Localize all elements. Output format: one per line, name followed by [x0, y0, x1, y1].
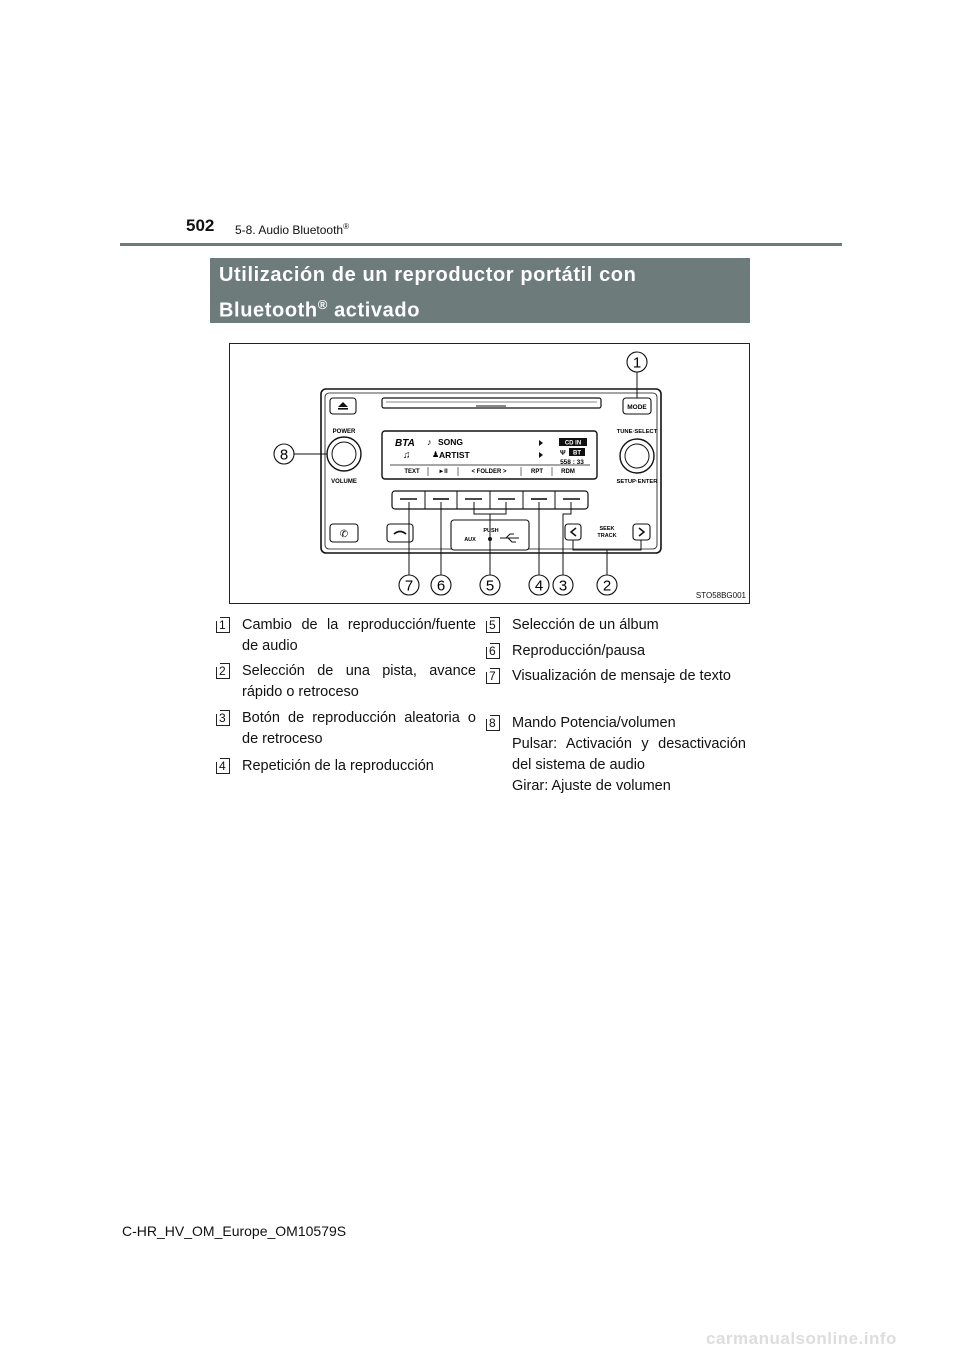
legend-text: Cambio de la reproducción/fuente de audi…	[242, 617, 476, 654]
power-knob-inner	[331, 441, 357, 467]
figure-code: STO58BG001	[695, 591, 746, 600]
display-screen	[381, 430, 598, 480]
artist-arrow-icon	[539, 452, 543, 458]
hangup-button	[386, 523, 414, 543]
volume-label: VOLUME	[331, 479, 357, 485]
callout-4-circle	[528, 574, 550, 596]
legend-text: Botón de reproducción aleatoria o de ret…	[242, 710, 476, 747]
watermark: carmanualsonline.info	[706, 1329, 897, 1348]
document-id: C-HR_HV_OM_Europe_OM10579S	[122, 1223, 347, 1239]
heading-rest: activado	[327, 299, 421, 322]
callout-1-circle	[626, 351, 648, 373]
callout-8-circle	[273, 443, 295, 465]
bt-badge	[569, 448, 585, 456]
seek-forward-button	[632, 523, 651, 541]
callout-6-circle	[430, 574, 452, 596]
softkey-text: TEXT	[404, 469, 420, 475]
bt-label: BT	[573, 451, 581, 457]
aux-label: AUX	[464, 537, 476, 543]
callout-3: 3	[559, 578, 567, 595]
legend-text: Selección de un álbum	[512, 617, 659, 633]
legend-text-block: Mando Potencia/volumen Pulsar: Activació…	[512, 713, 746, 797]
push-label: PUSH	[483, 528, 498, 534]
legend-text: Visualización de mensaje de texto	[512, 668, 731, 684]
section-title-text: 5-8. Audio Bluetooth	[235, 223, 344, 237]
callout-2: 2	[603, 578, 611, 595]
heading-line-2: Bluetooth® activado	[219, 290, 750, 326]
legend-text: Mando Potencia/volumen	[512, 715, 676, 731]
audio-panel-figure: MODE POWER VOLUME TUNE·SELECT SETUP·ENTE…	[229, 343, 750, 604]
callout-1: 1	[633, 355, 641, 372]
softkey-rdm: RDM	[561, 469, 575, 475]
heading-bluetooth: Bluetooth	[219, 299, 318, 322]
preset-dividers	[424, 491, 556, 509]
setup-enter-label: SETUP·ENTER	[617, 479, 659, 485]
note-icon: ♪	[427, 437, 432, 447]
callout-5: 5	[486, 578, 494, 595]
display-artist: ARTIST	[439, 450, 471, 460]
callout-circles: 1 8 2 3 4 5 6 7	[273, 351, 648, 596]
callout-6: 6	[437, 578, 445, 595]
seek-label: SEEK	[600, 526, 615, 532]
display-song: SONG	[438, 437, 463, 447]
callout-8: 8	[280, 447, 288, 464]
callout-3-circle	[552, 574, 574, 596]
cd-in-label: CD IN	[565, 441, 581, 447]
music-icon: ♫	[403, 450, 411, 461]
legend-number: 7	[486, 668, 500, 684]
eject-icon	[338, 402, 348, 407]
cd-in-badge	[559, 438, 587, 446]
legend-text: Repetición de la reproducción	[242, 758, 434, 774]
legend-number: 2	[216, 663, 230, 679]
heading-line-1: Utilización de un reproductor portátil c…	[219, 264, 637, 286]
tune-select-label: TUNE·SELECT	[617, 429, 658, 435]
power-label: POWER	[333, 429, 356, 435]
page-number: 502	[186, 216, 215, 235]
legend-number: 3	[216, 710, 230, 726]
softkey-labels: TEXT ►II < FOLDER > RPT RDM	[404, 467, 575, 476]
call-button	[329, 523, 359, 543]
softkey-play-pause: ►II	[438, 469, 448, 475]
usb-icon	[500, 533, 519, 543]
softkey-folder: < FOLDER >	[471, 469, 507, 475]
callout-7: 7	[405, 578, 413, 595]
legend-number: 5	[486, 617, 500, 633]
track-label: TRACK	[597, 533, 616, 539]
heading-registered-mark: ®	[317, 297, 328, 312]
cd-slot	[381, 397, 602, 409]
tune-knob-inner	[624, 443, 650, 469]
section-title: 5-8. Audio Bluetooth®	[235, 222, 349, 237]
person-icon: ♟	[432, 450, 439, 459]
registered-mark: ®	[343, 222, 349, 231]
callout-2-circle	[596, 574, 618, 596]
display-source: BTA	[395, 438, 415, 449]
header-rule	[120, 243, 842, 246]
legend-number: 6	[486, 643, 500, 659]
seek-forward-icon	[638, 527, 646, 537]
signal-icon: Ψ	[560, 450, 566, 457]
hangup-icon	[393, 530, 407, 535]
mode-label: MODE	[627, 404, 647, 411]
seek-back-icon	[569, 527, 577, 537]
eject-icon-bar	[338, 408, 348, 410]
display-time: 558 : 33	[560, 459, 584, 466]
callout-4: 4	[535, 578, 543, 595]
callout-7-circle	[398, 574, 420, 596]
heading-banner: Utilización de un reproductor portátil c…	[210, 258, 750, 323]
legend-subtext-turn: Girar: Ajuste de volumen	[512, 778, 671, 794]
audio-panel-illustration: MODE POWER VOLUME TUNE·SELECT SETUP·ENTE…	[273, 351, 662, 596]
song-arrow-icon	[539, 440, 543, 446]
legend-subtext-press: Pulsar: Activación y desactivación del s…	[512, 736, 746, 773]
legend-number: 4	[216, 758, 230, 774]
legend-number: 1	[216, 617, 230, 633]
phone-icon: ✆	[340, 529, 348, 540]
softkey-rpt: RPT	[531, 469, 543, 475]
legend-number: 8	[486, 715, 500, 731]
callout-5-circle	[479, 574, 501, 596]
legend-text: Selección de una pista, avance rápido o …	[242, 663, 476, 700]
legend-text: Reproducción/pausa	[512, 643, 646, 659]
seek-back-button	[564, 523, 582, 541]
callout-lines	[294, 372, 642, 575]
